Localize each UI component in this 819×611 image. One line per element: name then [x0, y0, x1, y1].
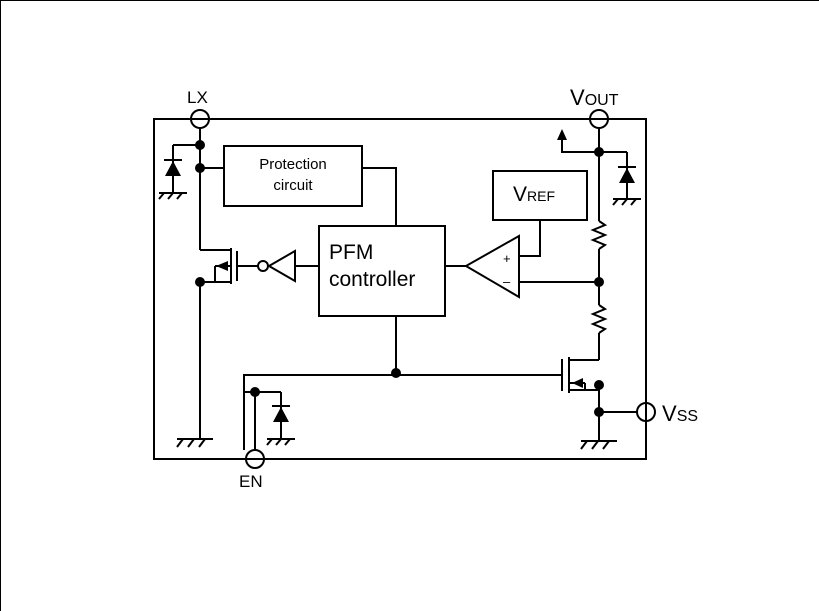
protection-circuit-block	[223, 145, 363, 207]
amp-minus-label: –	[503, 274, 511, 289]
en-control-junction	[391, 368, 401, 378]
divider-tap-junction	[594, 277, 604, 287]
en-control-wire	[243, 374, 562, 450]
en-diode-ground-icon	[266, 438, 295, 446]
vout-diode	[599, 151, 636, 199]
vref-to-amp-wire	[519, 220, 541, 257]
en-pin-label: EN	[239, 472, 263, 491]
supply-arrow-icon	[557, 129, 567, 140]
pfm-controller-block	[318, 225, 446, 317]
pfm-label-line1: PFM	[329, 241, 373, 264]
vss-pin-label: VSS	[662, 401, 698, 426]
inverter-driver	[266, 249, 296, 283]
protection-label-line2: circuit	[273, 177, 313, 194]
protection-to-pfm-wire	[362, 167, 397, 226]
pfm-label-line2: controller	[329, 268, 415, 291]
lx-diode-ground-icon	[158, 192, 187, 200]
vout-diode-ground-icon	[612, 198, 641, 206]
chip-outline	[153, 118, 647, 460]
vref-label: VREF	[513, 183, 555, 206]
amp-plus-label: +	[503, 251, 511, 266]
lx-diode	[164, 144, 200, 193]
internal-supply-wire	[561, 138, 599, 153]
en-diode	[255, 391, 290, 439]
protection-label-line1: Protection	[259, 156, 327, 173]
driver-ground-icon	[176, 438, 213, 448]
vss-ground-icon	[580, 440, 617, 450]
upper-divider-resistor	[590, 220, 608, 250]
error-amplifier	[463, 234, 520, 299]
vout-pin-label: VOUT	[570, 85, 619, 110]
enable-nmos-switch	[561, 357, 599, 393]
vss-pin-terminal	[636, 402, 656, 422]
driver-nmos	[200, 248, 238, 284]
lower-divider-resistor	[590, 304, 608, 334]
lx-pin-label: LX	[187, 88, 208, 107]
inverter-bubble	[257, 260, 269, 272]
